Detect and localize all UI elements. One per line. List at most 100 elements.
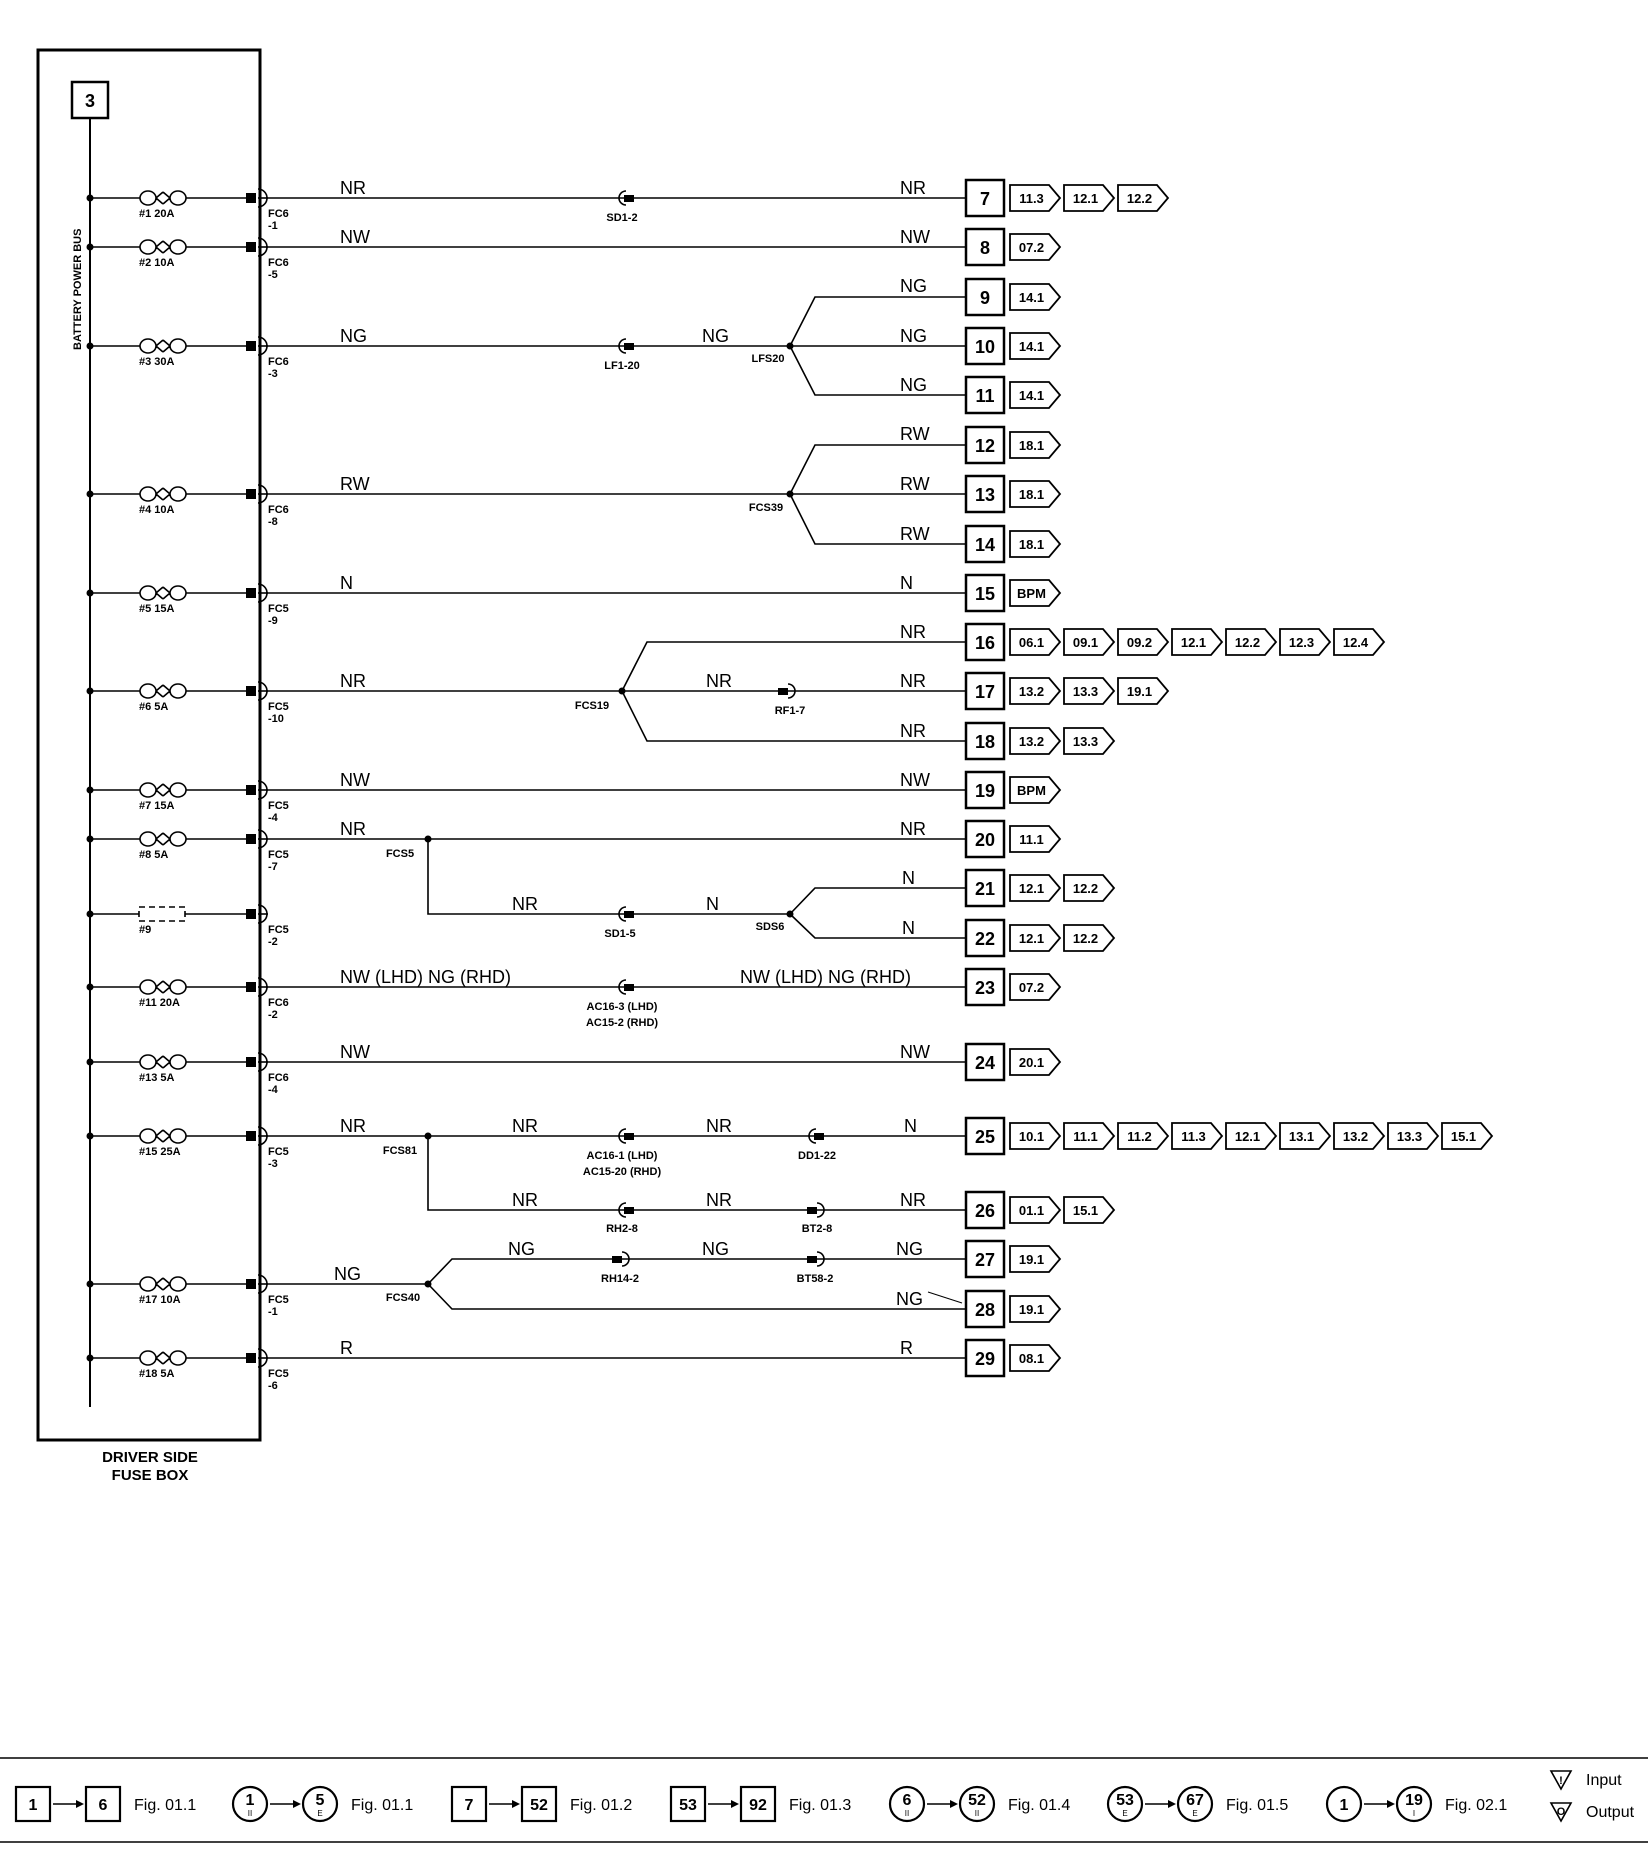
reference-arrow[interactable]: 15.1: [1441, 1122, 1494, 1150]
wire-color-label: R: [340, 1338, 353, 1358]
reference-arrow[interactable]: 12.1: [1009, 924, 1062, 952]
reference-arrow[interactable]: 12.4: [1333, 628, 1386, 656]
reference-arrow-shape: [1009, 1048, 1062, 1076]
reference-arrow[interactable]: 19.1: [1117, 677, 1170, 705]
reference-arrow[interactable]: 12.3: [1279, 628, 1332, 656]
circuit-number-box: [964, 1116, 1006, 1156]
reference-arrow[interactable]: BPM: [1009, 776, 1062, 804]
reference-arrow[interactable]: 12.1: [1225, 1122, 1278, 1150]
wire-color-label: NR: [900, 671, 926, 691]
reference-label: 11.1: [1019, 832, 1044, 847]
fuse-pin-connector: FC6: [268, 1072, 289, 1084]
connector-symbol: [618, 338, 634, 354]
reference-arrow[interactable]: 13.3: [1063, 727, 1116, 755]
reference-arrow-shape: [1063, 184, 1116, 212]
reference-arrow[interactable]: BPM: [1009, 579, 1062, 607]
connector-labels: SD1-2 LF1-20 RF1-7 SD1-5 AC16-3 (LHD) AC…: [583, 212, 836, 1285]
connector-symbol: [618, 190, 634, 206]
reference-arrow[interactable]: 14.1: [1009, 283, 1062, 311]
reference-arrow[interactable]: 07.2: [1009, 233, 1062, 261]
legend-symbol-sub: II: [248, 1809, 252, 1818]
circuit-number: 10: [975, 337, 995, 357]
circuit-number-box: [964, 819, 1006, 859]
reference-arrow[interactable]: 12.2: [1225, 628, 1278, 656]
reference-arrow[interactable]: 15.1: [1063, 1196, 1116, 1224]
connector-label: SD1-2: [606, 212, 637, 224]
reference-arrow[interactable]: 11.3: [1009, 184, 1062, 212]
reference-label: 12.4: [1343, 635, 1369, 650]
reference-arrow[interactable]: 20.1: [1009, 1048, 1062, 1076]
reference-arrow[interactable]: 13.2: [1009, 677, 1062, 705]
legend-arrowhead: [1387, 1800, 1395, 1808]
reference-arrow[interactable]: 13.1: [1279, 1122, 1332, 1150]
reference-arrow[interactable]: 07.2: [1009, 973, 1062, 1001]
fuse-pin-number: -1: [268, 220, 278, 232]
circuit-number: 22: [975, 929, 995, 949]
connector-label: AC16-1 (LHD): [587, 1150, 658, 1162]
connector-label: BT2-8: [802, 1223, 833, 1235]
fuse-label: #17 10A: [139, 1294, 181, 1306]
reference-arrow[interactable]: 19.1: [1009, 1245, 1062, 1273]
reference-arrow[interactable]: 11.2: [1117, 1122, 1170, 1150]
wire-color-label: RW: [340, 474, 370, 494]
reference-arrow[interactable]: 18.1: [1009, 530, 1062, 558]
reference-arrow[interactable]: 19.1: [1009, 1295, 1062, 1323]
reference-arrow[interactable]: 13.3: [1063, 677, 1116, 705]
circuit-number: 7: [980, 189, 990, 209]
wire-color-label: NG: [702, 1239, 729, 1259]
reference-arrow-shape: [1009, 677, 1062, 705]
legend-circle-icon: [1395, 1785, 1433, 1823]
reference-arrow[interactable]: 12.1: [1171, 628, 1224, 656]
reference-arrow[interactable]: 10.1: [1009, 1122, 1062, 1150]
wire-color-label: N: [904, 1116, 917, 1136]
reference-arrow[interactable]: 13.2: [1009, 727, 1062, 755]
reference-arrow[interactable]: 09.1: [1063, 628, 1116, 656]
reference-arrow[interactable]: 13.2: [1333, 1122, 1386, 1150]
reference-arrow-shape: [1009, 381, 1062, 409]
reference-arrow[interactable]: 12.1: [1063, 184, 1116, 212]
reference-arrow-shape: [1117, 677, 1170, 705]
reference-arrow[interactable]: 11.3: [1171, 1122, 1224, 1150]
reference-arrow[interactable]: 12.2: [1063, 924, 1116, 952]
battery-power-bus-label: BATTERY POWER BUS: [72, 229, 84, 350]
reference-arrow[interactable]: 14.1: [1009, 332, 1062, 360]
reference-arrow[interactable]: 11.1: [1063, 1122, 1116, 1150]
fuse-label: #8 5A: [139, 849, 168, 861]
reference-label: 13.2: [1343, 1129, 1368, 1144]
circuit-number: 18: [975, 732, 995, 752]
reference-arrow[interactable]: 18.1: [1009, 431, 1062, 459]
reference-arrow[interactable]: 12.2: [1063, 874, 1116, 902]
reference-arrow-shape: [1009, 973, 1062, 1001]
reference-arrow-shape: [1171, 628, 1224, 656]
fuse-pin-terminal: [246, 588, 256, 598]
connector-label: RH14-2: [601, 1273, 639, 1285]
fuse-pin-terminal: [246, 982, 256, 992]
reference-arrow[interactable]: 11.1: [1009, 825, 1062, 853]
legend-symbol-label: 52: [968, 1792, 986, 1809]
reference-arrow[interactable]: 01.1: [1009, 1196, 1062, 1224]
wire-color-label: NR: [900, 178, 926, 198]
legend-symbol-sub: E: [317, 1809, 322, 1818]
reference-arrow-shape: [1009, 579, 1062, 607]
reference-arrow[interactable]: 13.3: [1387, 1122, 1440, 1150]
wire-color-label: NR: [340, 1116, 366, 1136]
reference-label: 11.3: [1019, 191, 1044, 206]
reference-arrow[interactable]: 18.1: [1009, 480, 1062, 508]
circuit-number: 29: [975, 1349, 995, 1369]
reference-arrow[interactable]: 08.1: [1009, 1344, 1062, 1372]
wire-color-label: N: [340, 573, 353, 593]
reference-arrow[interactable]: 12.2: [1117, 184, 1170, 212]
reference-arrow[interactable]: 14.1: [1009, 381, 1062, 409]
wire-color-label: NG: [896, 1239, 923, 1259]
fuse-label: #15 25A: [139, 1146, 181, 1158]
reference-arrow[interactable]: 12.1: [1009, 874, 1062, 902]
reference-arrow[interactable]: 06.1: [1009, 628, 1062, 656]
reference-arrow[interactable]: 09.2: [1117, 628, 1170, 656]
